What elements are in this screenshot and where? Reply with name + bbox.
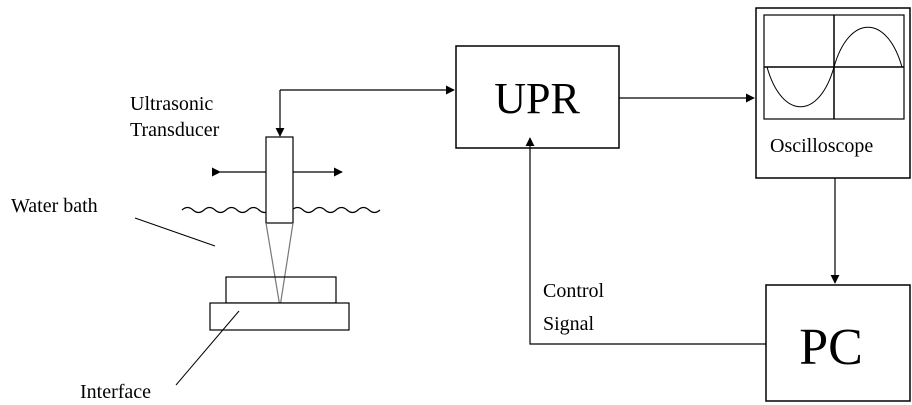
ultrasound-beam [265,222,294,308]
oscilloscope-label: Oscilloscope [770,135,873,157]
pc-label: PC [799,319,863,376]
transducer-label-line2: Transducer [130,119,220,141]
control-signal-label-line1: Control [543,280,605,302]
ultrasonic-transducer [265,136,294,224]
oscilloscope-block: Oscilloscope [755,7,911,179]
pc-block: PC [765,284,911,402]
water-bath-label: Water bath [11,195,98,217]
upr-block: UPR [455,45,620,149]
base-plate [209,302,350,331]
transducer-label-line1: Ultrasonic [130,93,213,115]
control-signal-arrow [525,137,766,345]
transducer-assembly [134,136,381,386]
upr-label: UPR [494,74,580,123]
interface-leader [175,310,240,386]
water-bath-leader [134,217,216,247]
sine-wave-icon [766,26,903,108]
control-signal-label-line2: Signal [543,313,595,335]
interface-label: Interface [80,381,151,403]
